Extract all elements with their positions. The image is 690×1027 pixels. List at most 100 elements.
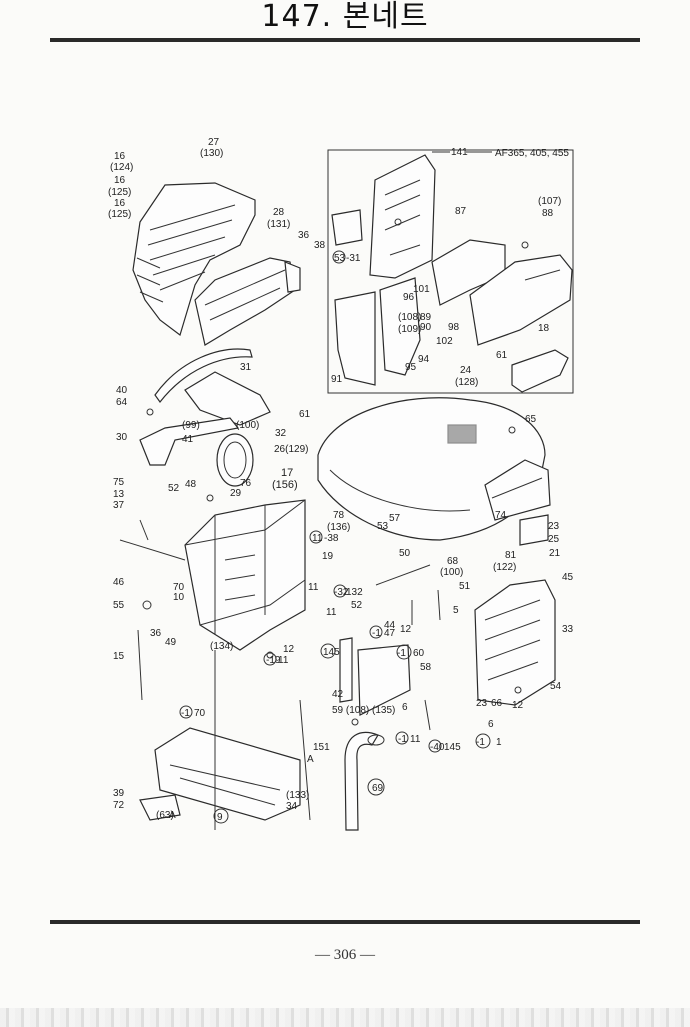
callout: 66 [491, 698, 503, 709]
callout: A [169, 810, 176, 821]
callout: (109) [398, 324, 421, 335]
callout: 102 [436, 336, 453, 347]
callout: 53 [334, 253, 346, 264]
callout: 32 [275, 428, 287, 439]
callout: 37 [113, 500, 125, 511]
callout: 31 [240, 362, 252, 373]
callout: (125) [108, 187, 131, 198]
callout: 28 [273, 207, 285, 218]
callout: 25 [548, 534, 560, 545]
callout: -40 [430, 742, 445, 753]
callout: 12 [400, 624, 412, 635]
callout: 23 [476, 698, 488, 709]
callout: 16 [114, 151, 126, 162]
callout: 58 [420, 662, 432, 673]
callout: (100) [236, 420, 259, 431]
callout: -19 [266, 655, 281, 666]
callout-labels: 141 AF365, 405, 455 27 (130) 16 (124) 16… [108, 137, 574, 823]
callout: 38 [314, 240, 326, 251]
callout: 75 [113, 477, 125, 488]
callout: 19 [322, 551, 334, 562]
callout: 33 [562, 624, 574, 635]
callout: 57 [389, 513, 401, 524]
callout: AF365, 405, 455 [495, 148, 569, 159]
circled-references [179, 250, 491, 824]
callout: 36 [150, 628, 162, 639]
callout: 47 [384, 628, 396, 639]
callout: 5 [453, 605, 459, 616]
callout: 132 [346, 587, 363, 598]
callout: 45 [562, 572, 574, 583]
callout: 41 [182, 434, 194, 445]
variant-inset-frame [327, 149, 574, 394]
callout: -1 [181, 708, 190, 719]
callout: (122) [493, 562, 516, 573]
callout: 81 [505, 550, 517, 561]
callout: 11 [312, 533, 323, 544]
callout: 78 [333, 510, 345, 521]
callout: 11 [308, 582, 319, 593]
callout: 12 [512, 700, 524, 711]
callout: 17 [281, 467, 293, 479]
rods-and-bolts [119, 241, 529, 830]
callout: (133) [286, 790, 309, 801]
callout: 72 [113, 800, 125, 811]
callout: -32 [334, 587, 349, 598]
callout: 59 (108) (135) [332, 705, 395, 716]
page-title: 147. 본네트 [261, 0, 429, 34]
inset-housing-part [431, 239, 573, 346]
callout: 11 [410, 734, 421, 745]
callout: 6 [402, 702, 408, 713]
callout: (108) [398, 312, 421, 323]
callout: 29 [230, 488, 242, 499]
callout: 23 [548, 521, 560, 532]
callout: 88 [542, 208, 554, 219]
callout: 6 [488, 719, 494, 730]
callout: 68 [447, 556, 459, 567]
callout: 151 [313, 742, 330, 753]
callout: -1 [372, 628, 381, 639]
callout: (125) [108, 209, 131, 220]
base-plate-part [139, 727, 301, 821]
callout: 11 [326, 607, 337, 618]
callout: 98 [448, 322, 460, 333]
callout: (156) [272, 479, 298, 491]
callout: 36 [298, 230, 310, 241]
callout: 61 [299, 409, 311, 420]
rear-frame-part [474, 514, 556, 706]
callout: 95 [405, 362, 417, 373]
callout: (128) [455, 377, 478, 388]
callout: 53 [377, 521, 389, 532]
callout: (100) [440, 567, 463, 578]
rear-panel-part [331, 154, 436, 279]
callout: 70 [194, 708, 206, 719]
callout: 21 [549, 548, 561, 559]
callout: (63) [156, 810, 174, 821]
callout: 141 [451, 147, 468, 158]
callout: 52 [351, 600, 363, 611]
callout: 94 [418, 354, 430, 365]
right-side-panel-part [484, 459, 551, 521]
callout: 69 [372, 783, 384, 794]
callout: 61 [496, 350, 508, 361]
callout: 89 [420, 312, 432, 323]
callout: 10 [173, 592, 185, 603]
callout: 16 [114, 198, 126, 209]
callout: 50 [399, 548, 411, 559]
callout: (136) [327, 522, 350, 533]
callout: 16 [114, 175, 126, 186]
hood-latch-part [511, 349, 569, 393]
callout: 44 [384, 620, 396, 631]
callout: 55 [113, 600, 125, 611]
callout: (107) [538, 196, 561, 207]
callout: (99) [182, 420, 200, 431]
callout: 48 [185, 479, 197, 490]
front-grille-part [132, 182, 256, 336]
callout: 46 [113, 577, 125, 588]
callout: A [307, 754, 314, 765]
callout: -1 [476, 737, 485, 748]
callout: 39 [113, 788, 125, 799]
callout: 87 [455, 206, 467, 217]
callout: 49 [165, 637, 177, 648]
scan-edge-strip [0, 1008, 690, 1027]
